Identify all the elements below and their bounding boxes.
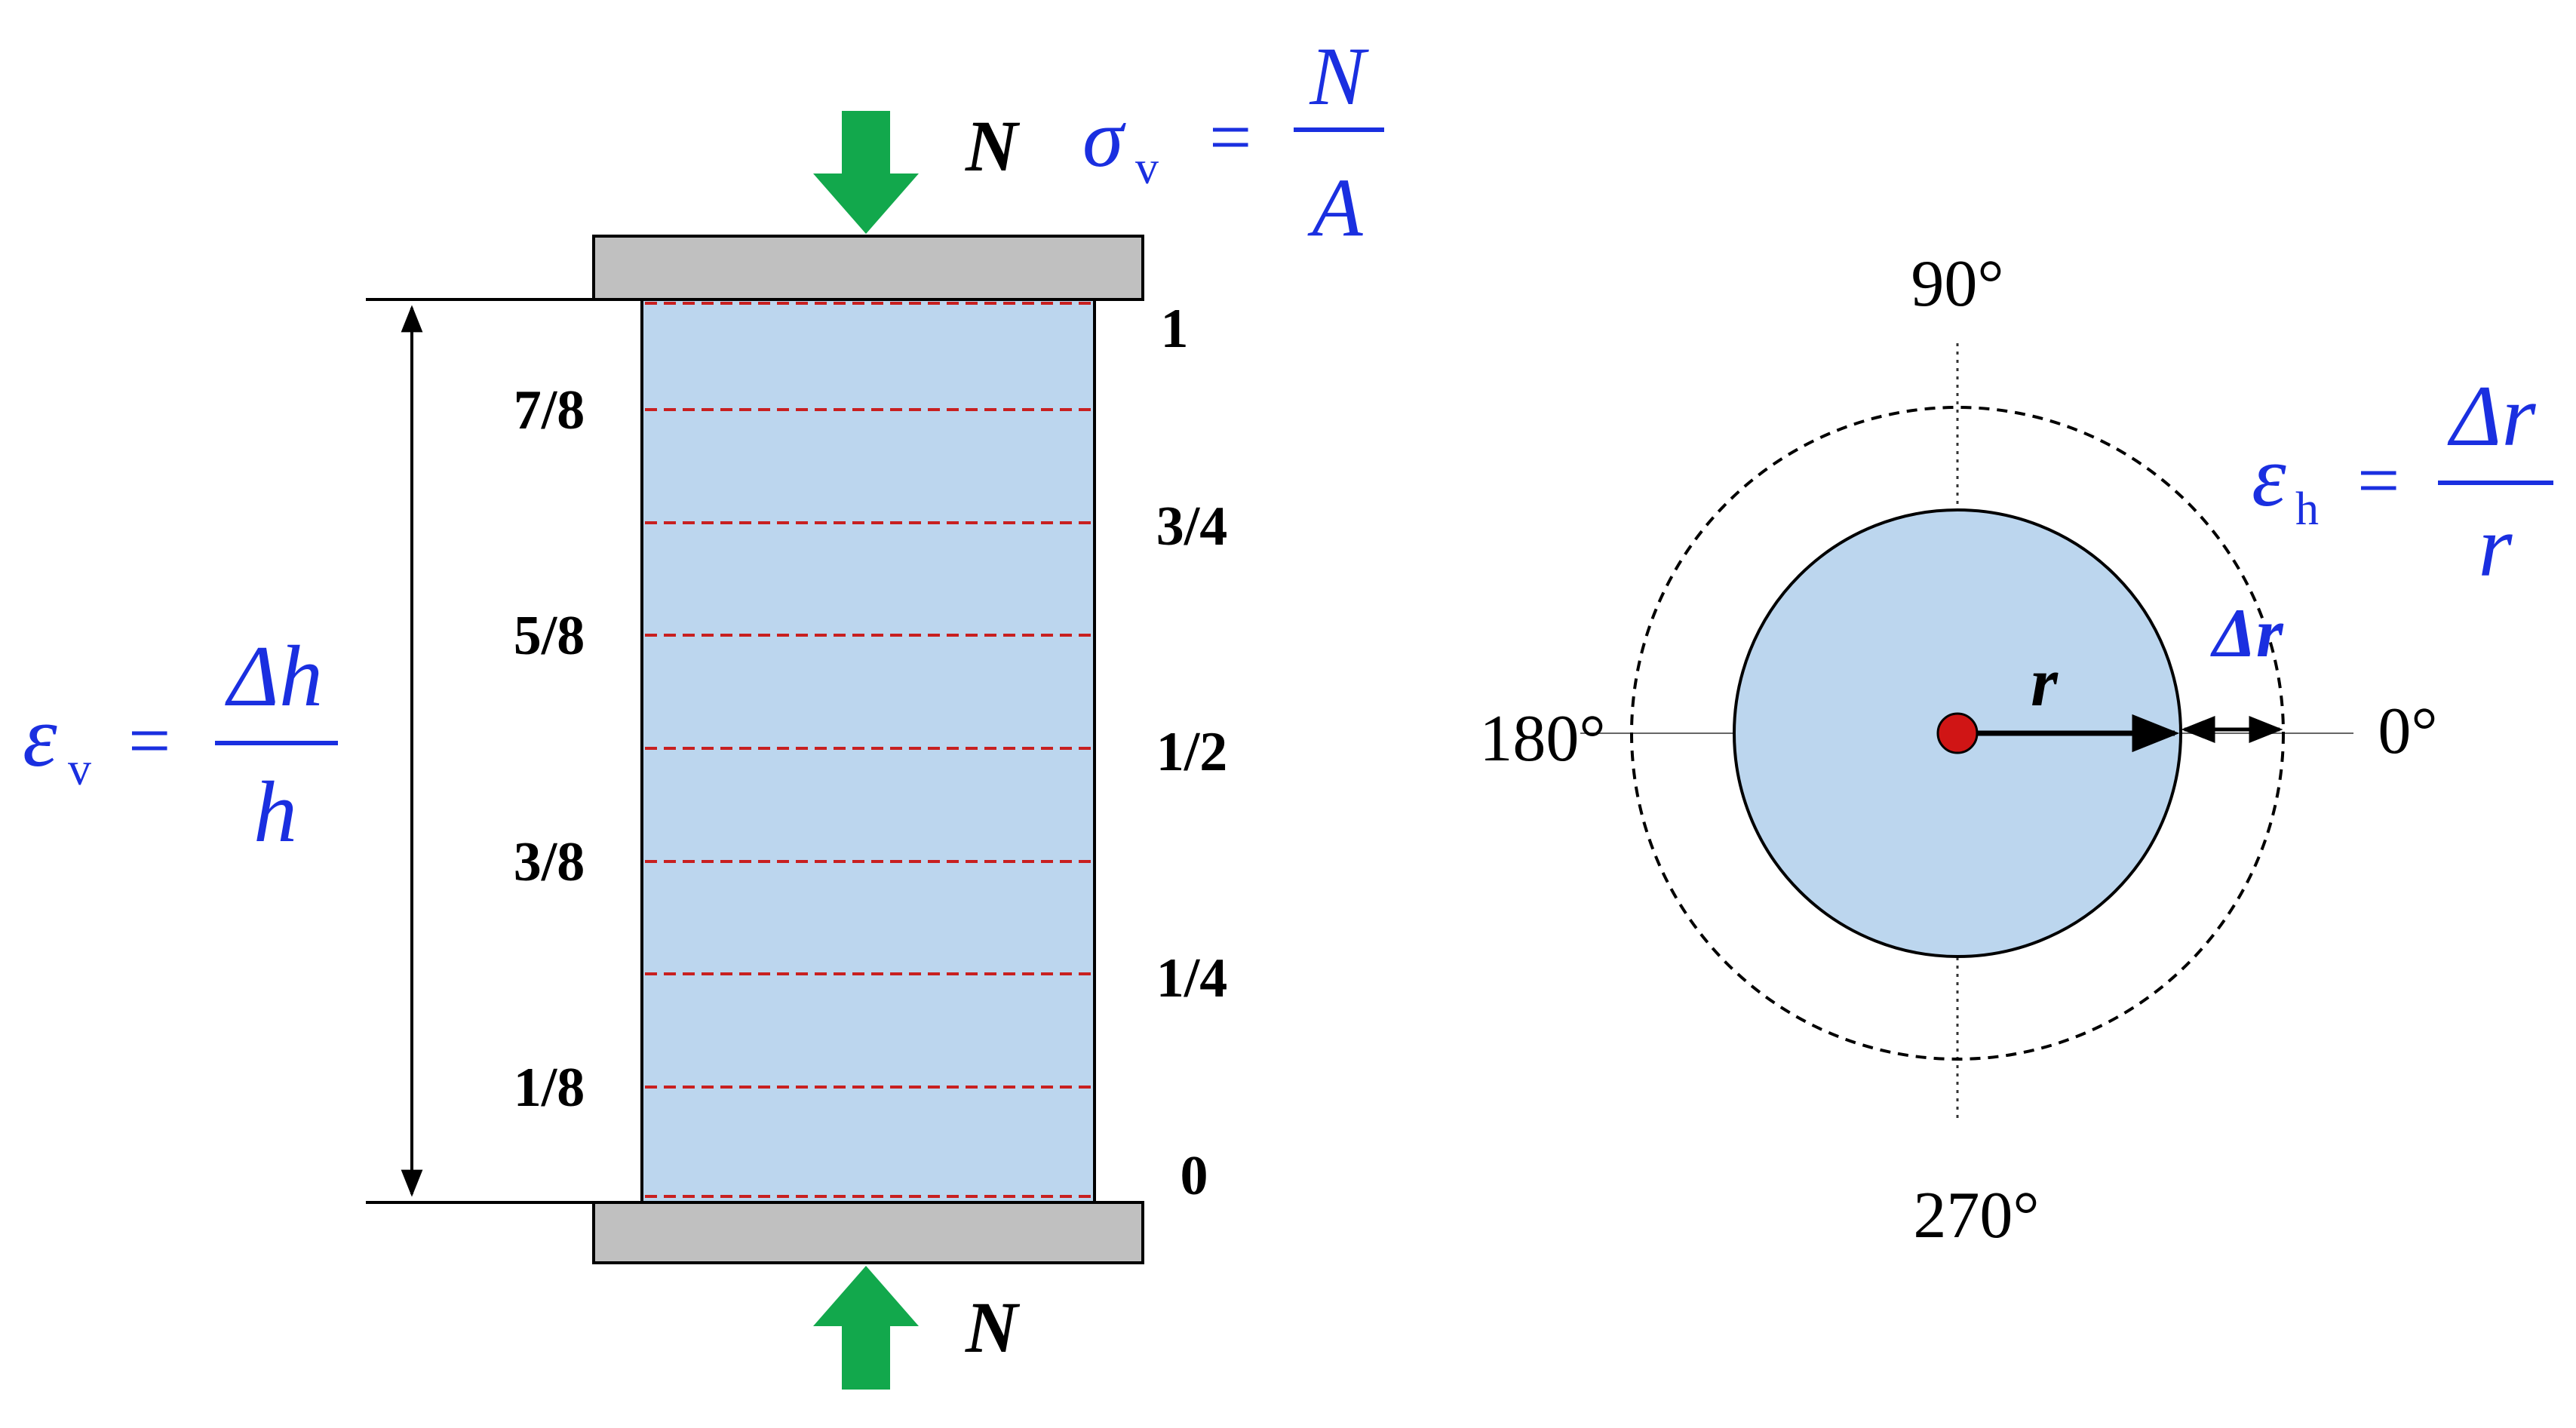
cross-section-group: r Δr 90° 180° 0° 270° [1479, 247, 2437, 1252]
bottom-platen [592, 1201, 1144, 1264]
gauge-label-3-8: 3/8 [514, 831, 585, 893]
gauge-label-1-4: 1/4 [1156, 947, 1228, 1009]
specimen-group: 7/8 5/8 3/8 1/8 1 3/4 1/2 1/4 0 N N [366, 106, 1227, 1390]
formula-eps-v-subscript: v [68, 744, 91, 795]
formula-sigma-denominator: A [1306, 161, 1363, 253]
formula-eps-h-numerator: Δr [2447, 368, 2536, 465]
gauge-label-1: 1 [1161, 298, 1189, 360]
formula-eps-h-symbol: ε [2252, 428, 2286, 525]
gauge-label-1-2: 1/2 [1156, 721, 1228, 783]
deformed-outline-circle [1630, 406, 2285, 1061]
gauge-label-0: 0 [1181, 1145, 1208, 1207]
angle-label-0: 0° [2378, 695, 2437, 768]
gauge-label-5-8: 5/8 [514, 605, 585, 667]
formula-vertical-stress: σ v = N A [1082, 30, 1384, 253]
top-load-arrow [813, 111, 919, 234]
formula-sigma-equals: = [1209, 95, 1251, 179]
formula-sigma-numerator: N [1309, 30, 1369, 122]
formula-eps-v-denominator: h [253, 764, 297, 861]
formula-eps-v-numerator: Δh [225, 628, 323, 725]
formula-horizontal-strain: ε h = Δr r [2252, 368, 2553, 595]
gauge-label-1-8: 1/8 [514, 1057, 585, 1119]
top-load-label: N [965, 106, 1021, 186]
bottom-load-arrow [813, 1266, 919, 1390]
radius-label: r [2031, 643, 2059, 720]
cylindrical-specimen [640, 298, 1096, 1204]
delta-r-label: Δr [2209, 594, 2284, 671]
angle-label-270: 270° [1913, 1179, 2039, 1252]
formula-sigma-symbol: σ [1082, 92, 1126, 184]
formula-eps-v-equals: = [128, 699, 170, 782]
formula-eps-h-equals: = [2357, 438, 2399, 522]
gauge-label-7-8: 7/8 [514, 379, 585, 441]
formula-vertical-strain: ε v = Δh h [23, 628, 338, 861]
formula-eps-h-denominator: r [2478, 499, 2513, 595]
formula-eps-h-subscript: h [2295, 484, 2319, 535]
center-point [1936, 712, 1979, 754]
gauge-label-3-4: 3/4 [1156, 496, 1228, 557]
angle-label-90: 90° [1911, 247, 2003, 321]
formula-eps-v-symbol: ε [23, 689, 57, 785]
top-platen [592, 235, 1144, 301]
formula-sigma-subscript: v [1135, 143, 1159, 194]
angle-label-180: 180° [1479, 702, 1605, 775]
bottom-load-label: N [965, 1287, 1021, 1368]
